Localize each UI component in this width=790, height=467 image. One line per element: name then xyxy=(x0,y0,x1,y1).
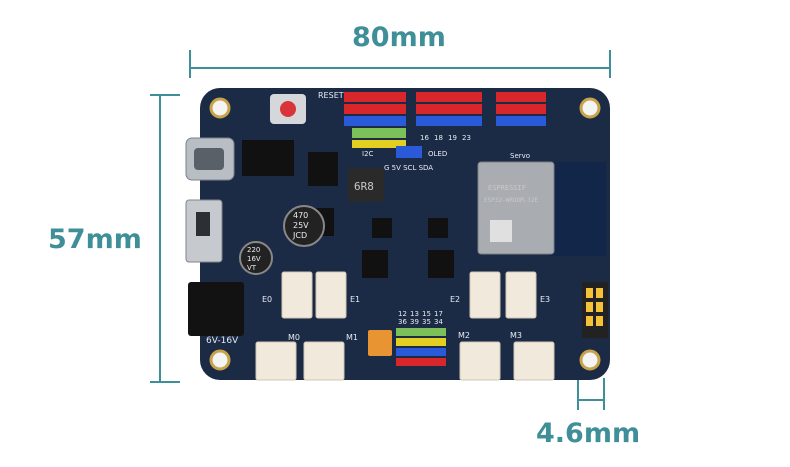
gpio-labels: 16 18 19 23 xyxy=(420,134,471,142)
encoder-connector-e3: E3 xyxy=(505,271,550,319)
svg-text:15: 15 xyxy=(422,310,431,318)
inductor-label: 6R8 xyxy=(354,180,374,193)
svg-text:19: 19 xyxy=(448,134,457,142)
encoder-connector-e0: E0 xyxy=(262,271,313,319)
height-dimension-label: 57mm xyxy=(48,224,142,255)
capacitor-small: 220 16V VT xyxy=(239,241,273,275)
svg-text:17: 17 xyxy=(434,310,443,318)
svg-text:13: 13 xyxy=(410,310,419,318)
driver-chip-c xyxy=(372,218,392,238)
svg-text:M3: M3 xyxy=(510,331,522,340)
pin-header-middle xyxy=(416,92,482,126)
power-input-label: 6V-16V xyxy=(206,336,239,346)
driver-chip-b xyxy=(428,250,454,278)
encoder-connector-e1: E1 xyxy=(315,271,360,319)
oled-header xyxy=(396,146,422,158)
width-dimension-line xyxy=(189,50,611,78)
gpio-header-bottom: 12 13 15 17 36 39 35 34 xyxy=(396,310,446,366)
motor-connector-m0: M0 xyxy=(255,333,300,381)
power-connector xyxy=(368,330,392,356)
pin-header-left xyxy=(344,92,406,148)
driver-chip-a xyxy=(362,250,388,278)
svg-text:E1: E1 xyxy=(350,295,360,304)
dip-switch xyxy=(582,282,608,338)
height-dimension-line xyxy=(150,94,180,383)
svg-text:23: 23 xyxy=(462,134,471,142)
svg-text:35: 35 xyxy=(422,318,431,326)
servo-header xyxy=(496,92,546,126)
mounting-holes xyxy=(209,97,601,371)
capacitor-large: 470 25V JCD xyxy=(283,205,325,247)
motor-connector-m2: M2 xyxy=(458,331,501,381)
i2c-label: I2C xyxy=(362,150,374,158)
esp32-module xyxy=(477,161,555,255)
svg-text:E0: E0 xyxy=(262,295,272,304)
reset-label: RESET xyxy=(318,91,344,100)
depth-dimension-label: 4.6mm xyxy=(536,418,641,449)
svg-text:VT: VT xyxy=(247,264,257,272)
svg-text:JCD: JCD xyxy=(292,231,307,240)
svg-text:12: 12 xyxy=(398,310,407,318)
svg-text:18: 18 xyxy=(434,134,443,142)
svg-text:39: 39 xyxy=(410,318,419,326)
svg-text:36: 36 xyxy=(398,318,407,326)
svg-text:470: 470 xyxy=(293,211,308,220)
svg-text:M1: M1 xyxy=(346,333,358,342)
motor-connector-m3: M3 xyxy=(510,331,555,381)
oled-pin-labels: G 5V SCL SDA xyxy=(384,164,433,172)
driver-chip-d xyxy=(428,218,448,238)
module-model: ESP32-WROOM-32E xyxy=(484,197,539,204)
motor-connector-m1: M1 xyxy=(303,333,358,381)
svg-text:E2: E2 xyxy=(450,295,460,304)
servo-label: Servo xyxy=(510,152,530,160)
svg-text:E3: E3 xyxy=(540,295,550,304)
svg-text:M0: M0 xyxy=(288,333,300,342)
inductor xyxy=(348,168,384,202)
module-brand: ESPRESSIF xyxy=(488,184,526,192)
svg-text:16V: 16V xyxy=(247,255,261,263)
esp32-antenna xyxy=(548,162,606,256)
regulator-chip xyxy=(308,152,338,186)
svg-text:16: 16 xyxy=(420,134,429,142)
svg-text:220: 220 xyxy=(247,246,260,254)
svg-text:M2: M2 xyxy=(458,331,470,340)
svg-text:25V: 25V xyxy=(293,221,309,230)
usb-serial-chip xyxy=(242,140,294,176)
oled-label: OLED xyxy=(428,150,447,158)
dc-power-jack xyxy=(188,282,244,336)
svg-text:34: 34 xyxy=(434,318,443,326)
depth-dimension-line xyxy=(577,378,605,410)
width-dimension-label: 80mm xyxy=(352,22,446,53)
encoder-connector-e2: E2 xyxy=(450,271,501,319)
